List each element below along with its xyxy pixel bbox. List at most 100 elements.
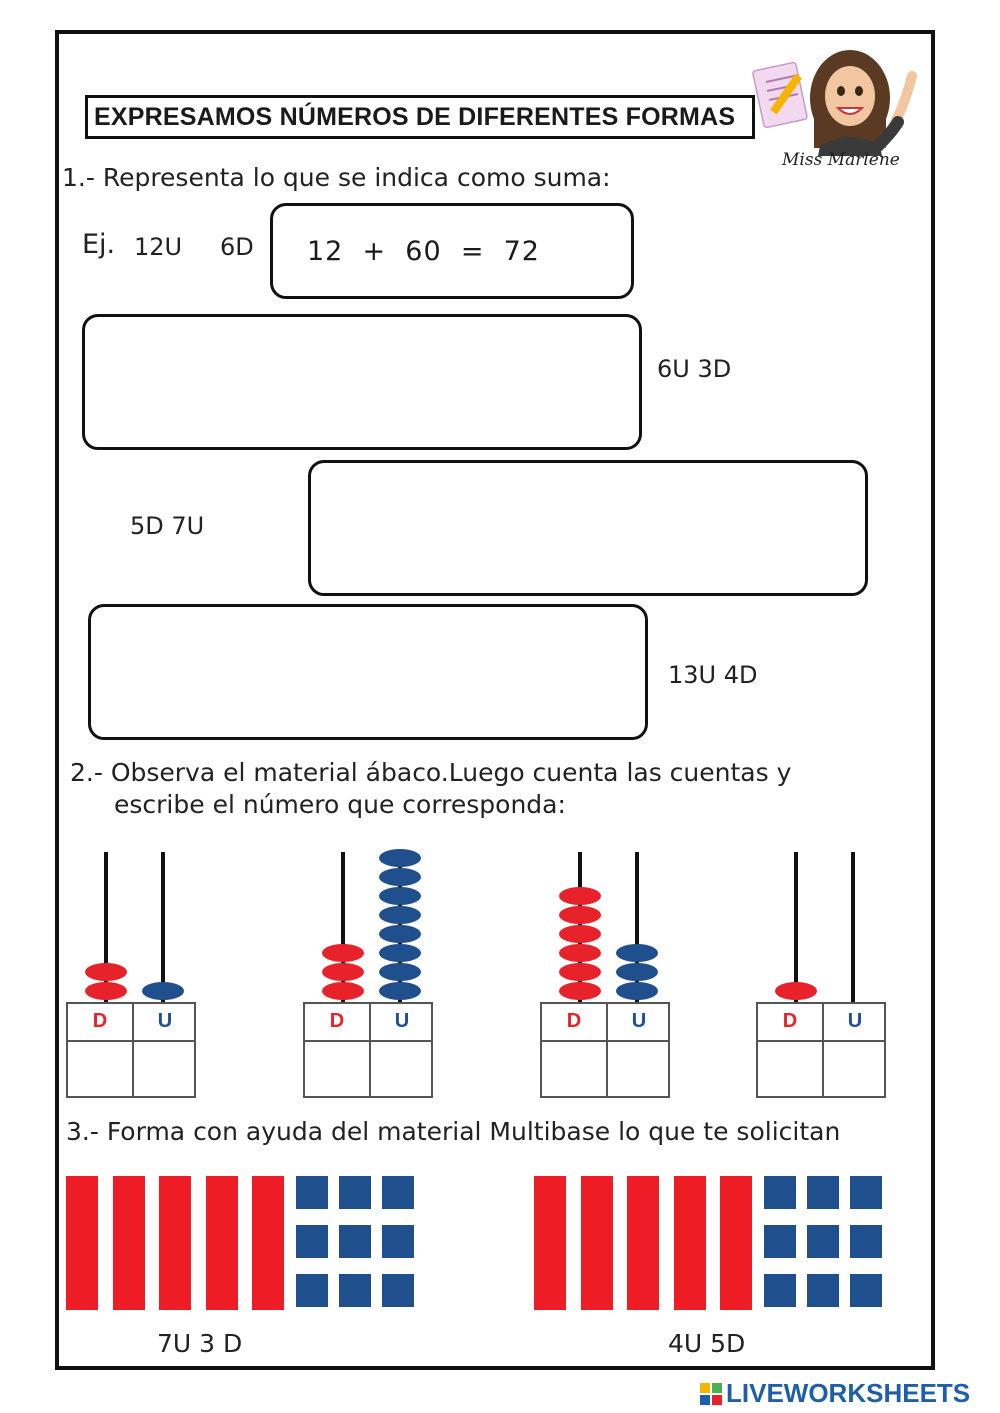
abacus-bead-tens bbox=[85, 982, 127, 1000]
item3-label: 13U 4D bbox=[668, 661, 758, 689]
logo-icon bbox=[700, 1382, 722, 1405]
worksheet-title: EXPRESAMOS NÚMEROS DE DIFERENTES FORMAS bbox=[85, 95, 755, 139]
abacus-bead-tens bbox=[559, 944, 601, 962]
teacher-name: Miss Marlene bbox=[782, 150, 900, 170]
abacus-bead-tens bbox=[775, 982, 817, 1000]
example-answer-box: 12 + 60 = 72 bbox=[270, 203, 634, 299]
abacus-rod-units bbox=[161, 852, 165, 1002]
abacus-bead-tens bbox=[322, 944, 364, 962]
unit-cube-block bbox=[339, 1225, 371, 1258]
avatar-illustration bbox=[752, 50, 917, 156]
units-column-label: U bbox=[631, 1010, 647, 1032]
section3-heading: 3.- Forma con ayuda del material Multiba… bbox=[66, 1117, 841, 1146]
unit-cube-block bbox=[850, 1274, 882, 1307]
unit-cube-block bbox=[807, 1274, 839, 1307]
unit-cube-block bbox=[296, 1176, 328, 1209]
example-units: 12U bbox=[134, 233, 183, 261]
item2-label: 5D 7U bbox=[130, 512, 205, 540]
tens-rod-block bbox=[252, 1176, 284, 1310]
grid-divider bbox=[369, 1004, 371, 1096]
brand-text: LIVEWORKSHEETS bbox=[726, 1378, 971, 1408]
abacus-bead-units bbox=[379, 925, 421, 943]
tens-rod-block bbox=[205, 1176, 238, 1310]
tens-rod-block bbox=[112, 1176, 145, 1310]
section2-heading-line2: escribe el número que corresponda: bbox=[114, 790, 566, 819]
abacus-bead-units bbox=[379, 906, 421, 924]
tens-rod-block bbox=[627, 1176, 659, 1310]
liveworksheets-logo: LIVEWORKSHEETS bbox=[700, 1378, 970, 1409]
abacus-bead-tens bbox=[85, 963, 127, 981]
tens-rod-block bbox=[66, 1176, 98, 1310]
units-column-label: U bbox=[157, 1010, 173, 1032]
abacus-bead-units bbox=[379, 944, 421, 962]
tens-column-label: D bbox=[92, 1010, 108, 1032]
unit-cube-block bbox=[339, 1274, 371, 1307]
abacus-rod-units bbox=[635, 852, 639, 1002]
unit-cube-block bbox=[850, 1225, 882, 1258]
abacus-rod-units bbox=[851, 852, 855, 1002]
unit-cube-block bbox=[850, 1176, 882, 1209]
abacus-bead-tens bbox=[559, 982, 601, 1000]
grid-divider bbox=[542, 1040, 668, 1042]
unit-cube-block bbox=[382, 1274, 414, 1307]
unit-cube-block bbox=[764, 1176, 796, 1209]
unit-cube-block bbox=[296, 1225, 328, 1258]
grid-divider bbox=[606, 1004, 608, 1096]
abacus-bead-tens bbox=[322, 963, 364, 981]
unit-cube-block bbox=[807, 1225, 839, 1258]
tens-rod-block bbox=[720, 1176, 752, 1310]
abacus-rod-tens bbox=[341, 852, 345, 1002]
abacus-bead-units bbox=[379, 868, 421, 886]
answer-box-2[interactable] bbox=[308, 460, 868, 596]
tens-column-label: D bbox=[566, 1010, 582, 1032]
teacher-avatar: Miss Marlene bbox=[752, 36, 930, 176]
unit-cube-block bbox=[382, 1176, 414, 1209]
answer-box-1[interactable] bbox=[82, 314, 642, 450]
unit-cube-block bbox=[807, 1176, 839, 1209]
abacus-bead-tens bbox=[559, 887, 601, 905]
group1-label: 7U 3 D bbox=[157, 1329, 243, 1358]
tens-rod-block bbox=[534, 1176, 566, 1310]
abacus-bead-tens bbox=[559, 906, 601, 924]
abacus-bead-units bbox=[379, 982, 421, 1000]
abacus-bead-tens bbox=[559, 963, 601, 981]
answer-box-3[interactable] bbox=[88, 604, 648, 740]
abacus-bead-units bbox=[379, 849, 421, 867]
example-tens: 6D bbox=[220, 233, 254, 261]
grid-divider bbox=[305, 1040, 431, 1042]
grid-divider bbox=[68, 1040, 194, 1042]
title-text: EXPRESAMOS NÚMEROS DE DIFERENTES FORMAS bbox=[94, 102, 736, 131]
abacus-bead-units bbox=[379, 963, 421, 981]
tens-column-label: D bbox=[329, 1010, 345, 1032]
tens-rod-block bbox=[580, 1176, 613, 1310]
abacus-bead-units bbox=[616, 944, 658, 962]
example-prefix: Ej. bbox=[82, 229, 116, 260]
unit-cube-block bbox=[764, 1225, 796, 1258]
group2-label: 4U 5D bbox=[668, 1329, 746, 1358]
grid-divider bbox=[758, 1040, 884, 1042]
units-column-label: U bbox=[394, 1010, 410, 1032]
unit-cube-block bbox=[296, 1274, 328, 1307]
unit-cube-block bbox=[764, 1274, 796, 1307]
section1-heading: 1.- Representa lo que se indica como sum… bbox=[62, 163, 611, 192]
abacus-bead-units bbox=[616, 963, 658, 981]
units-column-label: U bbox=[847, 1010, 863, 1032]
grid-divider bbox=[822, 1004, 824, 1096]
abacus-rod-tens bbox=[104, 852, 108, 1002]
abacus-bead-units bbox=[616, 982, 658, 1000]
abacus-bead-units bbox=[142, 982, 184, 1000]
tens-column-label: D bbox=[782, 1010, 798, 1032]
section2-heading-line1: 2.- Observa el material ábaco.Luego cuen… bbox=[70, 758, 792, 787]
abacus-rod-tens bbox=[794, 852, 798, 1002]
tens-rod-block bbox=[159, 1176, 191, 1310]
grid-divider bbox=[132, 1004, 134, 1096]
abacus-bead-tens bbox=[322, 982, 364, 1000]
tens-rod-block bbox=[673, 1176, 706, 1310]
worksheet-frame bbox=[55, 30, 935, 1370]
abacus-bead-tens bbox=[559, 925, 601, 943]
item1-label: 6U 3D bbox=[657, 355, 732, 383]
